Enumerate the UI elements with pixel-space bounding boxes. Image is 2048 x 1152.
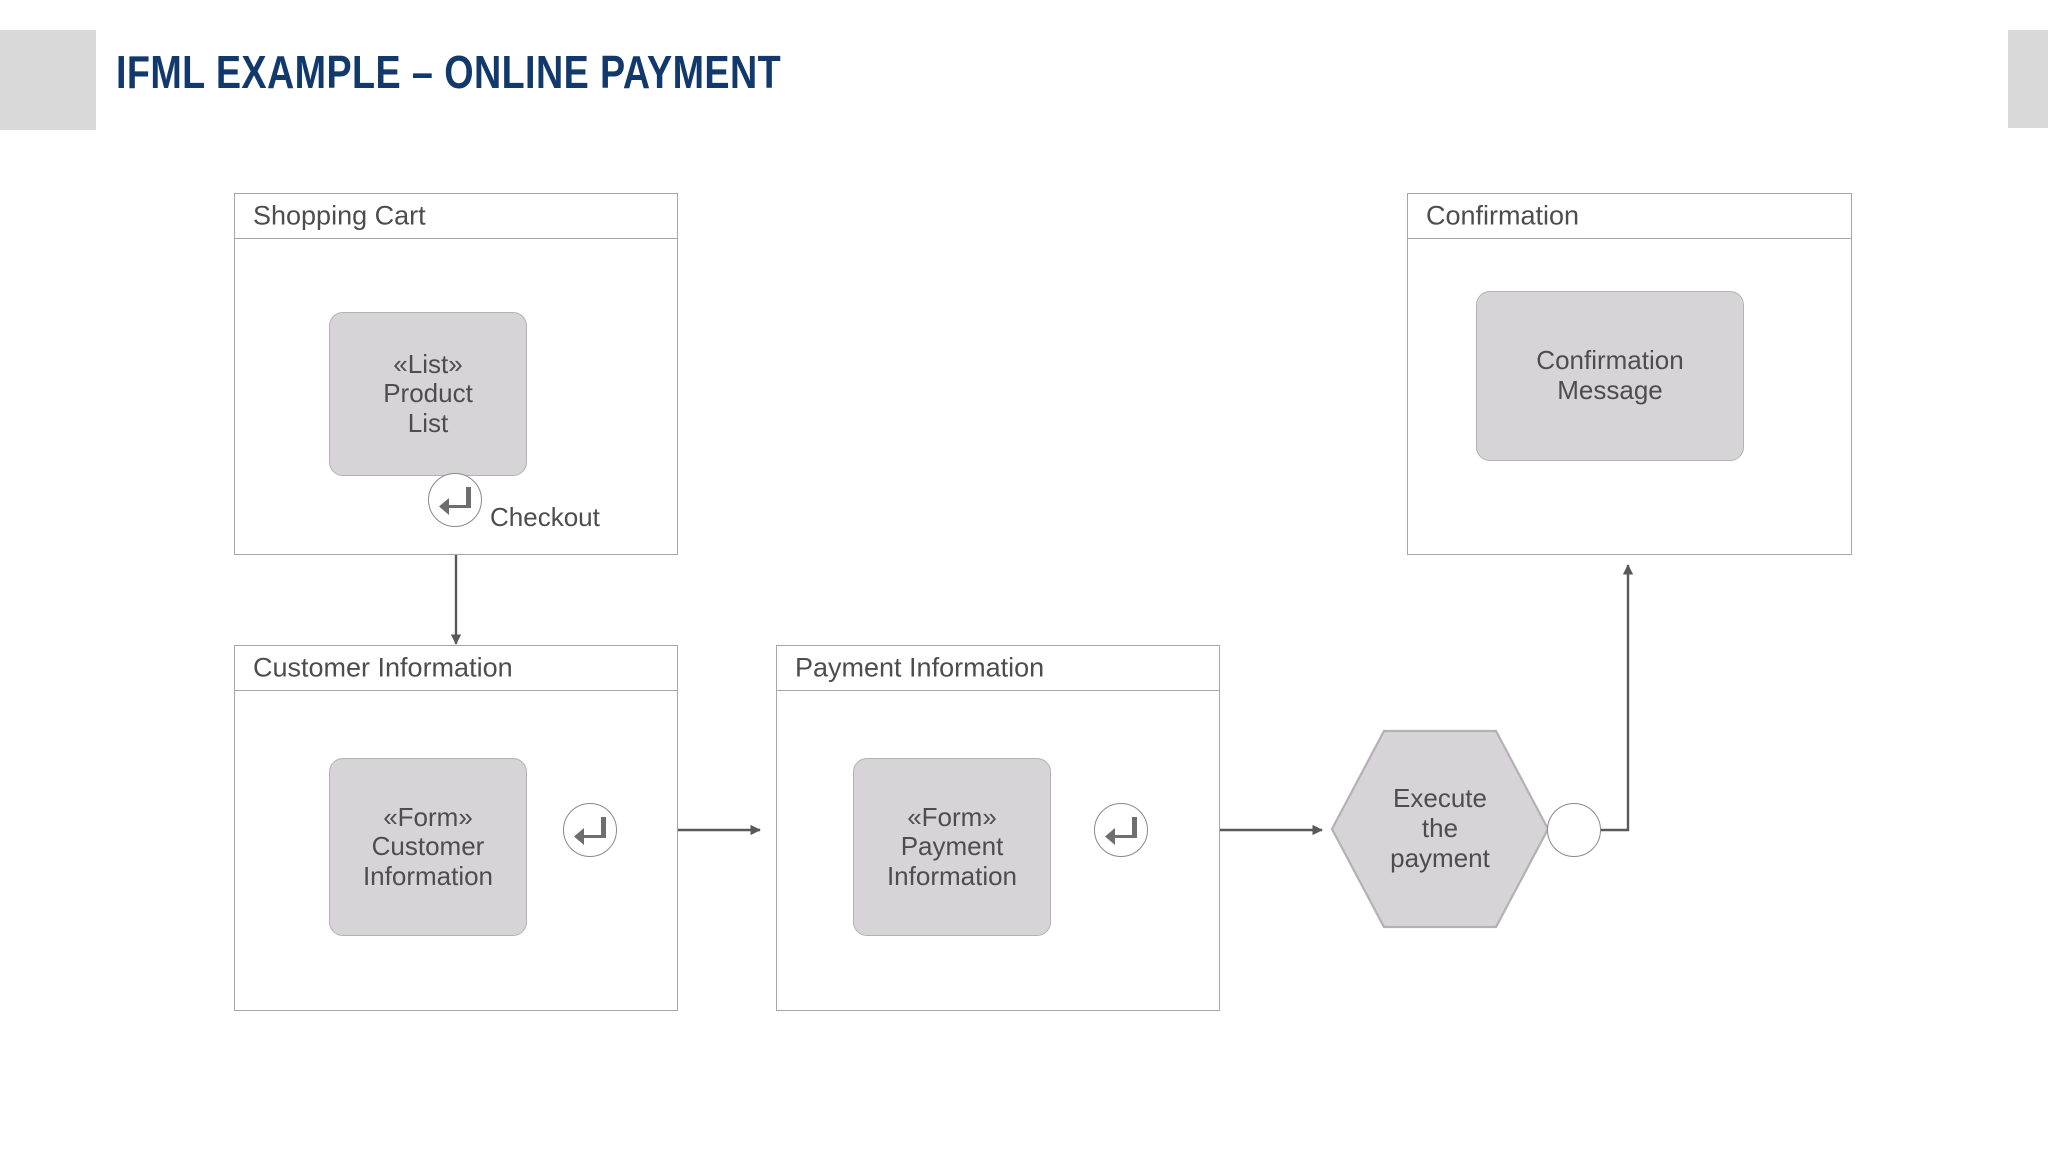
component-payment-information-form[interactable]: «Form» Payment Information <box>853 758 1051 936</box>
view-title-bar: Payment Information <box>777 646 1219 691</box>
hexagon-shape <box>1330 729 1550 929</box>
view-title-shopping-cart: Shopping Cart <box>253 200 426 231</box>
component-name-line-1: Confirmation <box>1536 345 1684 376</box>
flow-action-to-confirmation <box>1600 564 1634 832</box>
component-name-line-2: Message <box>1557 375 1663 405</box>
header-accent-block-right <box>2008 30 2048 128</box>
action-label: Execute the payment <box>1390 783 1490 874</box>
view-body: Confirmation Message <box>1408 239 1851 554</box>
event-circle-payment-information[interactable] <box>1094 803 1148 857</box>
return-arrow-icon <box>439 487 471 515</box>
view-title-bar: Customer Information <box>235 646 677 691</box>
component-stereotype: «List» <box>393 348 463 379</box>
action-label-line-1: Execute <box>1393 783 1487 814</box>
event-label-checkout: Checkout <box>490 502 600 532</box>
view-container-shopping-cart[interactable]: Shopping Cart «List» Product List <box>234 193 678 555</box>
component-name-line-2: Information <box>362 860 494 891</box>
view-title-customer-information: Customer Information <box>253 652 513 683</box>
view-container-confirmation[interactable]: Confirmation Confirmation Message <box>1407 193 1852 555</box>
view-body: «List» Product List <box>235 239 677 554</box>
component-stereotype: «Form» <box>907 801 997 832</box>
event-circle-customer-information[interactable] <box>563 803 617 857</box>
component-stereotype: «Form» <box>383 801 473 832</box>
view-title-confirmation: Confirmation <box>1426 200 1580 231</box>
view-body: «Form» Payment Information <box>777 691 1219 1010</box>
view-body: «Form» Customer Information <box>235 691 677 1010</box>
component-name-line-1: Customer <box>371 831 485 862</box>
view-title-bar: Shopping Cart <box>235 194 677 239</box>
action-label-line-2: the <box>1421 813 1459 844</box>
action-execute-the-payment[interactable]: Execute the payment <box>1330 729 1550 929</box>
component-name-line-2: Information <box>886 860 1018 891</box>
return-arrow-icon <box>574 817 606 845</box>
component-confirmation-message[interactable]: Confirmation Message <box>1476 291 1744 461</box>
header-accent-block-left <box>0 30 96 130</box>
view-title-payment-information: Payment Information <box>795 652 1045 683</box>
event-circle-checkout[interactable] <box>428 473 482 527</box>
return-arrow-icon <box>1105 817 1137 845</box>
component-name-line-2: List <box>407 407 449 438</box>
action-output-port-circle[interactable] <box>1547 803 1601 857</box>
component-customer-information-form[interactable]: «Form» Customer Information <box>329 758 527 936</box>
view-title-bar: Confirmation <box>1408 194 1851 239</box>
action-label-line-3: payment <box>1390 842 1490 873</box>
component-product-list[interactable]: «List» Product List <box>329 312 527 476</box>
view-container-payment-information[interactable]: Payment Information «Form» Payment Infor… <box>776 645 1220 1011</box>
component-name-line-1: Product <box>383 378 473 409</box>
page-title: IFML EXAMPLE – ONLINE PAYMENT <box>116 46 782 98</box>
component-name-line-1: Payment <box>900 831 1004 862</box>
